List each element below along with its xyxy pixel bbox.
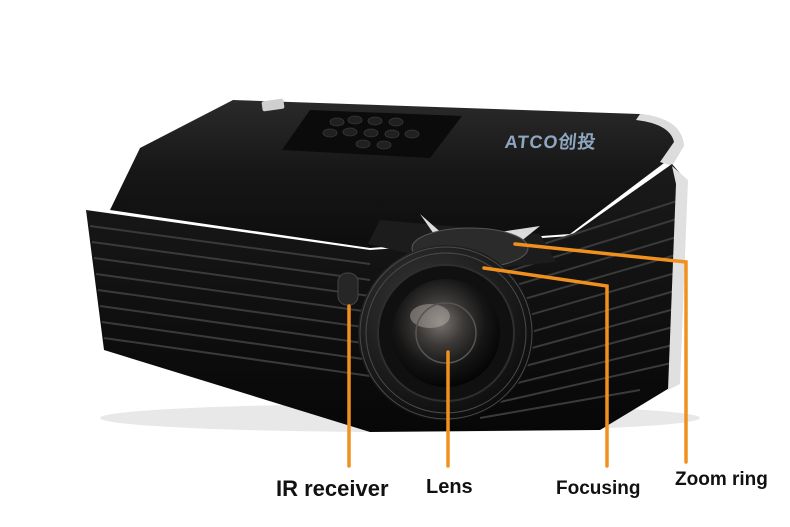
lens-inner-element xyxy=(415,302,477,364)
top-edge-highlight xyxy=(636,114,684,166)
control-buttons xyxy=(322,115,420,150)
focus-ring-knurl xyxy=(359,246,533,420)
lens-reflection xyxy=(410,304,450,328)
label-focusing: Focusing xyxy=(556,478,641,499)
label-lens: Lens xyxy=(426,476,473,498)
label-ir-receiver: IR receiver xyxy=(276,476,389,501)
side-edge-highlight xyxy=(668,166,688,390)
callout-lines xyxy=(347,242,688,468)
lens-glass xyxy=(392,279,500,387)
ir-receiver-window xyxy=(337,272,359,306)
projector-top xyxy=(110,100,680,248)
brand-logo: ATCO创投 xyxy=(503,132,598,152)
label-zoom-ring: Zoom ring xyxy=(675,469,768,490)
logo-badge xyxy=(261,98,285,112)
